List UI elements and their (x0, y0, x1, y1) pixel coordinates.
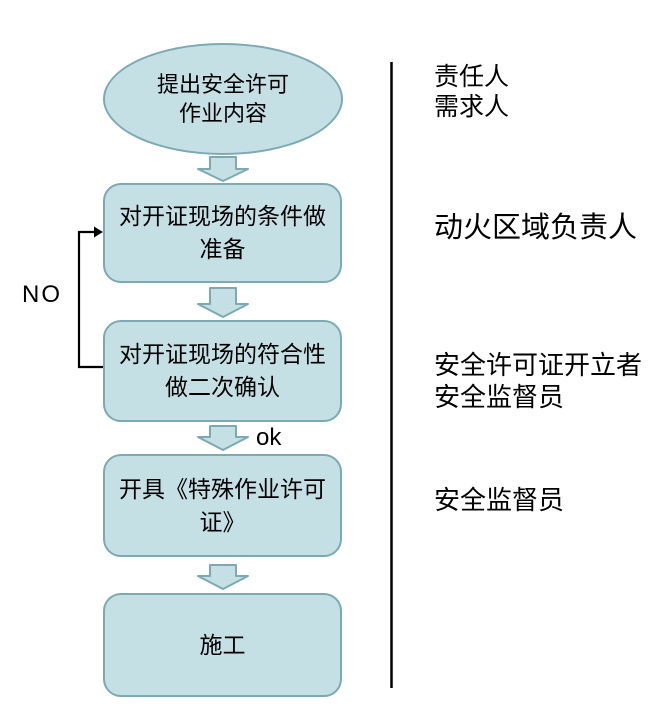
flow-node-issue-line: 证》 (199, 509, 246, 535)
flow-node-construct-line: 施工 (199, 632, 246, 658)
down-arrow-icon (197, 287, 249, 318)
flow-node-construct: 施工 (103, 593, 342, 697)
flow-node-prepare-line: 准备 (199, 237, 246, 262)
down-arrow-icon (197, 425, 249, 451)
flow-node-issue-line: 开具《特殊作业许可 (119, 476, 326, 502)
flow-node-start-line: 提出安全许可 (156, 72, 289, 97)
role-label-start-line: 责任人 (434, 64, 510, 91)
flow-node-prepare-line: 对开证现场的条件做 (119, 204, 326, 229)
flow-node-confirm-line: 对开证现场的符合性 (119, 342, 326, 367)
flow-node-prepare: 对开证现场的条件做 准备 (103, 183, 342, 283)
no-feedback-arrowhead-icon (94, 226, 103, 238)
flow-node-issue: 开具《特殊作业许可 证》 (103, 454, 342, 557)
role-label-confirm-line: 安全许可证开立者 (434, 351, 643, 380)
flow-node-start: 提出安全许可 作业内容 (103, 43, 343, 155)
role-label-confirm-line: 安全监督员 (434, 383, 565, 412)
no-feedback-arrow (77, 230, 104, 369)
role-label-start-line: 需求人 (434, 94, 510, 121)
role-label-prepare: 动火区域负责人 (434, 211, 637, 245)
flow-node-confirm: 对开证现场的符合性 做二次确认 (103, 320, 342, 422)
edge-label-ok: ok (256, 424, 282, 451)
role-label-start: 责任人 需求人 (434, 63, 509, 123)
role-label-confirm: 安全许可证开立者 安全监督员 (434, 350, 642, 414)
flow-node-start-line: 作业内容 (178, 101, 267, 126)
edge-label-no: NO (22, 281, 62, 308)
role-label-issue: 安全监督员 (434, 485, 564, 517)
down-arrow-icon (197, 564, 249, 590)
role-label-prepare-line: 动火区域负责人 (434, 212, 638, 244)
down-arrow-icon (197, 156, 249, 182)
role-label-issue-line: 安全监督员 (434, 486, 565, 515)
flow-node-confirm-line: 做二次确认 (165, 375, 280, 400)
